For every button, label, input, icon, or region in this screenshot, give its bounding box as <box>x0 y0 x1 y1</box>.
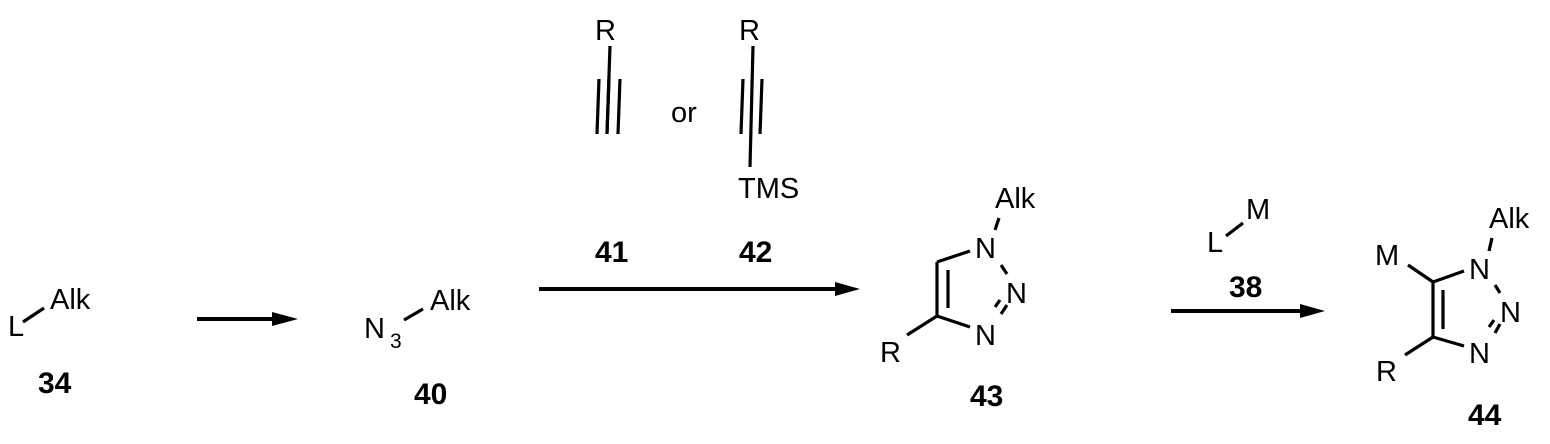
bond-N2-N3-double <box>1487 319 1496 328</box>
reaction-arrow-2 <box>539 282 860 296</box>
bond-N2-N3 <box>999 304 1009 315</box>
bond-N1-C5 <box>1432 269 1465 284</box>
compound-number-43: 43 <box>970 380 1003 413</box>
triple-bond-line-1 <box>739 78 745 135</box>
bond-N2-N3 <box>1493 323 1502 334</box>
triple-bond-line-2 <box>605 78 611 135</box>
atom-N3: N <box>1469 338 1490 370</box>
compound-number-38: 38 <box>1229 271 1262 304</box>
compound-number-40: 40 <box>414 378 447 411</box>
atom-Alk: Alk <box>995 183 1036 215</box>
bond-N1-N2 <box>999 264 1009 275</box>
triple-bond-line-2 <box>758 78 764 135</box>
bond-L-Alk <box>22 306 45 324</box>
bond-N1-C5 <box>936 249 971 264</box>
atom-R: R <box>1376 356 1397 388</box>
atom-M: M <box>1246 194 1270 226</box>
compound-number-42: 42 <box>739 236 772 269</box>
atom-N2: N <box>1006 278 1027 310</box>
arrowhead-icon <box>1300 304 1325 318</box>
bond-N3-Alk <box>403 307 424 322</box>
compound-34: L Alk 34 <box>8 284 91 400</box>
reaction-arrow-3 <box>1171 304 1325 318</box>
bond-N1-N2 <box>1493 284 1502 294</box>
atom-N: N <box>364 313 385 345</box>
atom-M: M <box>1375 240 1399 272</box>
atom-L: L <box>8 311 24 343</box>
atom-Alk: Alk <box>50 284 91 316</box>
bond-C4-R <box>1404 335 1434 357</box>
bond-C5-M <box>1407 263 1434 284</box>
bond-N1-Alk <box>993 217 1001 231</box>
bond-C4-N3 <box>936 314 971 329</box>
subscript-3: 3 <box>390 330 402 353</box>
compound-number-44: 44 <box>1468 399 1502 432</box>
atom-N2: N <box>1500 297 1521 329</box>
bond-L-M <box>1225 221 1244 238</box>
atom-N1: N <box>1469 254 1490 286</box>
atom-R: R <box>880 337 901 369</box>
atom-Alk: Alk <box>1489 203 1530 235</box>
compound-44: Alk N N N M R 44 <box>1375 203 1530 432</box>
bond-R-TMS <box>748 45 755 168</box>
triple-bond-line-3 <box>616 78 622 135</box>
atom-N3: N <box>975 320 996 352</box>
or-label: or <box>671 97 697 129</box>
compound-40: N 3 Alk 40 <box>364 285 471 411</box>
reagent-38: L M 38 <box>1207 194 1270 304</box>
bond-C4-R <box>906 314 938 337</box>
compound-number-41: 41 <box>595 236 628 269</box>
compound-43: Alk N N N R 43 <box>880 183 1036 413</box>
compound-number-34: 34 <box>38 367 72 400</box>
atom-R: R <box>739 15 760 47</box>
atom-R: R <box>595 15 616 47</box>
compound-41: R 41 <box>595 15 628 269</box>
reaction-arrow-1 <box>197 312 298 326</box>
triple-bond-line-1 <box>595 78 601 135</box>
atom-L: L <box>1207 227 1223 259</box>
bond-N2-N3-double <box>993 299 1002 308</box>
atom-N1: N <box>975 233 996 265</box>
arrowhead-icon <box>272 312 298 326</box>
atom-Alk: Alk <box>430 285 471 317</box>
arrowhead-icon <box>835 282 860 296</box>
atom-TMS: TMS <box>738 173 799 205</box>
compound-42: R TMS 42 <box>738 15 799 269</box>
bond-C4-N3 <box>1432 335 1465 348</box>
bond-N1-Alk <box>1487 237 1494 252</box>
